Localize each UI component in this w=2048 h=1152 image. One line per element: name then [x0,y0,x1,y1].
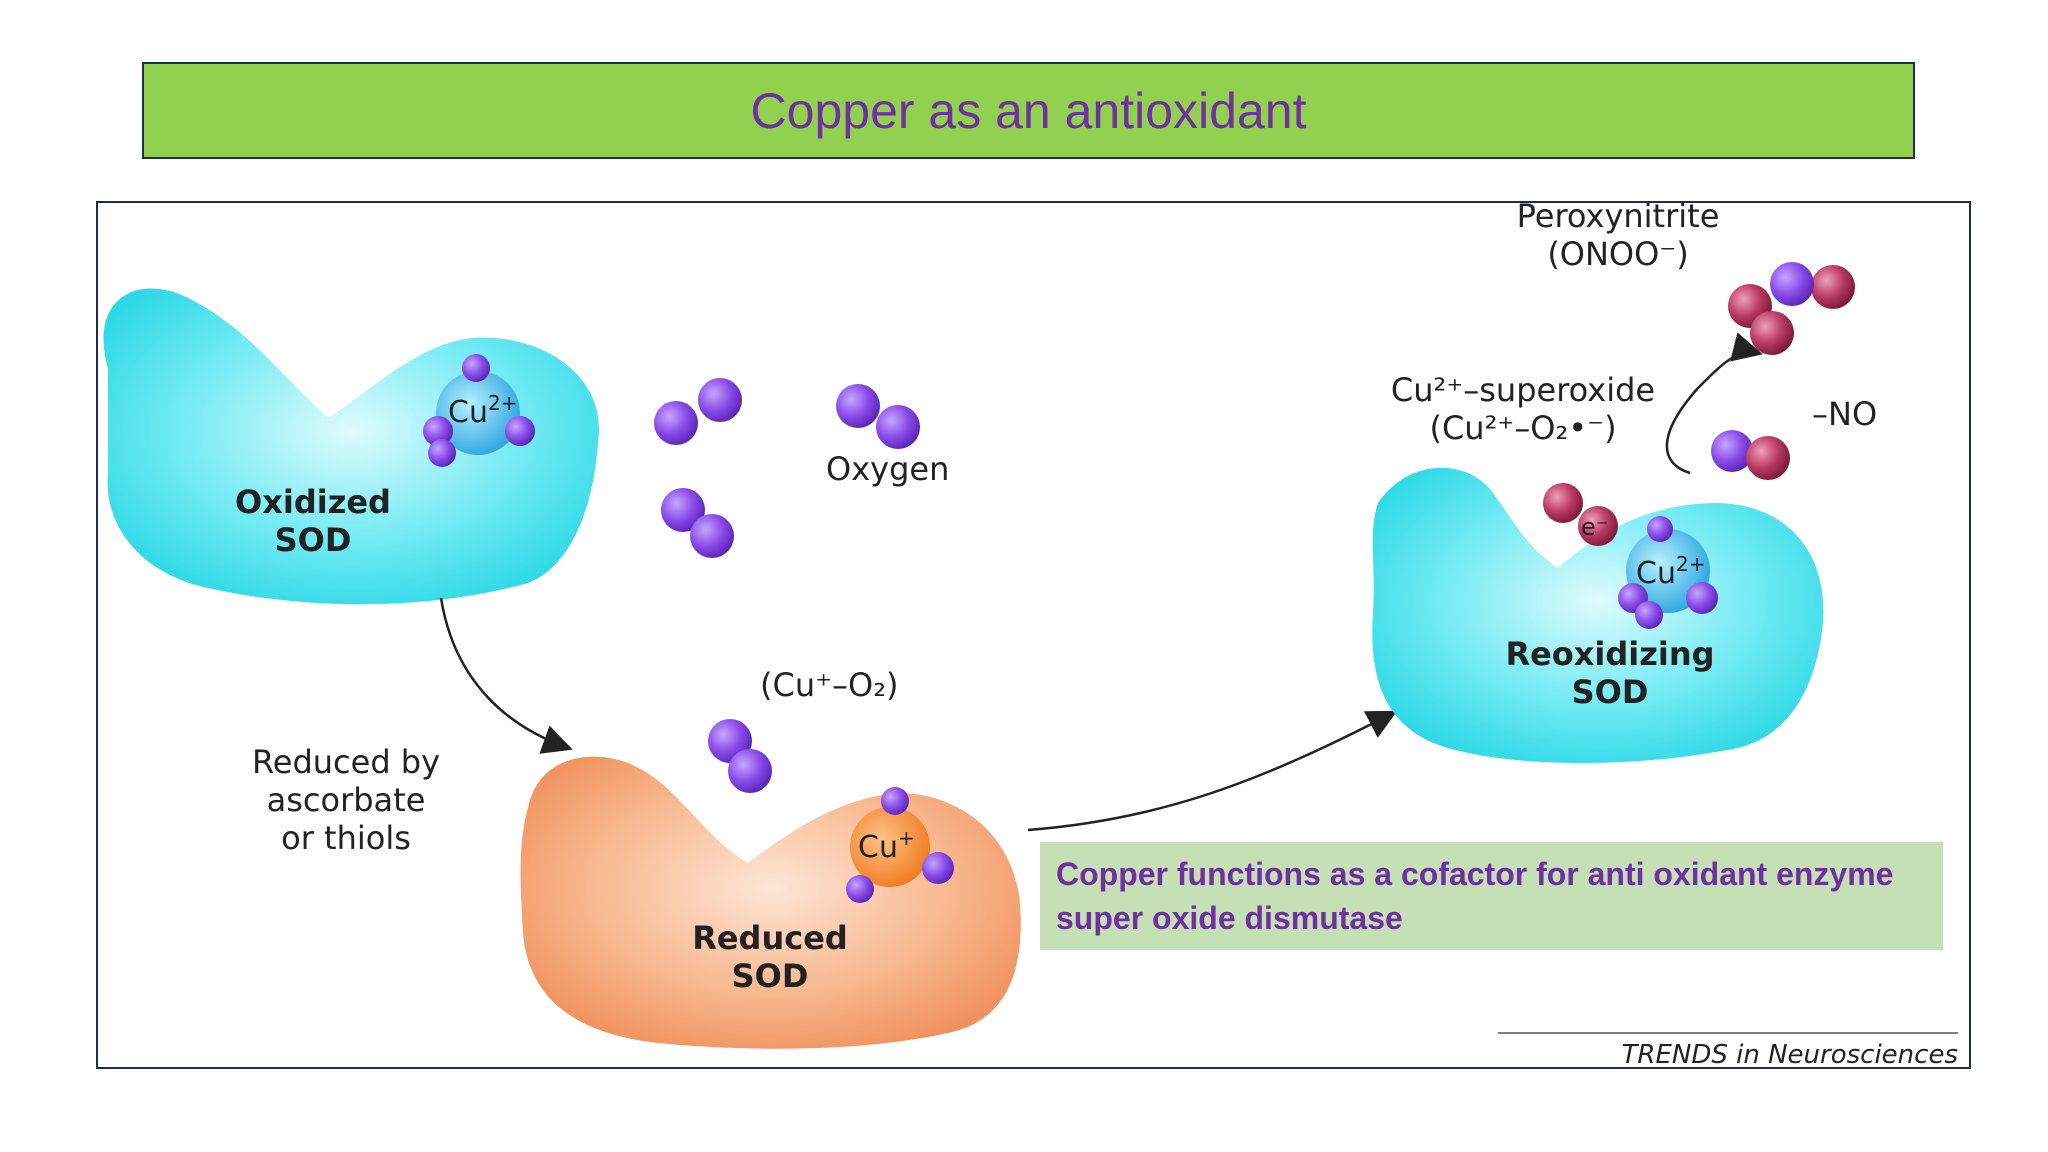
cu-ion-reduced [850,807,930,887]
svg-text:Cu+: Cu+ [858,826,915,865]
oxygen-label: Oxygen [826,450,949,488]
reduced-sod: Cu+ Reduced SOD [520,756,1021,1049]
reduced-label: Reduced [692,919,848,957]
title-bar: Copper as an antioxidant [142,62,1915,159]
reoxidizing-label: Reoxidizing [1505,635,1714,673]
source-label: TRENDS in Neurosciences [1622,1040,1958,1069]
electron-label: e⁻ [1581,513,1608,541]
thiols-label: or thiols [281,819,411,857]
slide-title: Copper as an antioxidant [750,82,1307,139]
peroxynitrite-label: Peroxynitrite [1517,203,1720,235]
cu-ion-oxidized [436,371,520,455]
diagram-canvas: Cu2+ Oxidized SOD Oxygen Reduced by asco… [103,203,1958,1069]
reduced-sod-label: SOD [732,957,809,995]
callout-text: Copper functions as a cofactor for anti … [1056,856,1894,936]
oxidized-sod-label: SOD [275,521,352,559]
ascorbate-label: ascorbate [267,781,426,819]
nitric-oxide-molecule [1711,430,1790,480]
peroxynitrite-molecule [1728,262,1855,355]
no-label: –NO [1812,395,1877,433]
reoxidizing-sod: e⁻ Cu2+ Reoxidizing SOD [1372,467,1824,763]
nitrite-arrow [1665,332,1763,475]
onoo-label: (ONOO⁻) [1547,235,1688,273]
superoxide-label: Cu²⁺–superoxide [1391,371,1655,409]
reoxidizing-sod-label: SOD [1572,673,1649,711]
superoxide-formula: (Cu²⁺–O₂•⁻) [1429,409,1616,447]
oxidized-sod: Cu2+ Oxidized SOD [103,288,599,605]
reduced-by-label: Reduced by [252,743,440,781]
sod-diagram: Cu2+ Oxidized SOD Oxygen Reduced by asco… [96,201,1971,1069]
cu-o2-label: (Cu⁺–O₂) [760,666,899,704]
svg-text:Cu2+: Cu2+ [1636,552,1705,591]
callout-box: Copper functions as a cofactor for anti … [1040,842,1943,950]
oxygen-molecules: Oxygen [654,378,949,558]
oxidation-arrow [1027,710,1398,832]
reduction-arrow [439,597,573,754]
svg-text:Cu2+: Cu2+ [448,391,517,430]
oxidized-label: Oxidized [235,483,391,521]
